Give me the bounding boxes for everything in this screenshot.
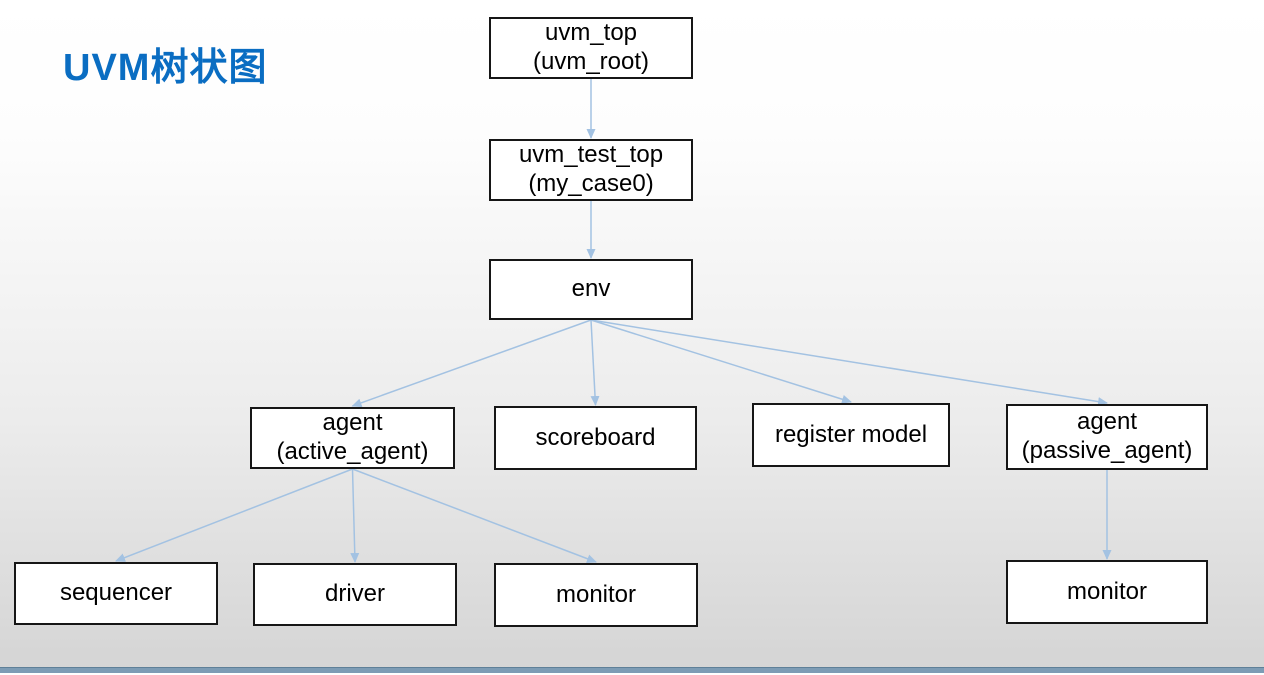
node-sequencer: sequencer bbox=[14, 562, 218, 625]
node-label: agent bbox=[1076, 408, 1138, 436]
node-label: (active_agent) bbox=[276, 438, 429, 465]
node-label: register model bbox=[774, 420, 928, 448]
node-label: uvm_test_top bbox=[518, 141, 664, 169]
footer-bottom-strip bbox=[0, 673, 1264, 675]
node-label: sequencer bbox=[59, 579, 173, 607]
edge-agent_active-to-sequencer bbox=[115, 468, 353, 562]
edge-env-to-register_model bbox=[590, 319, 852, 404]
node-label: monitor bbox=[555, 580, 637, 608]
node-monitor_passive: monitor bbox=[1006, 560, 1208, 624]
node-uvm_test_top: uvm_test_top(my_case0) bbox=[489, 139, 693, 201]
node-scoreboard: scoreboard bbox=[494, 406, 697, 470]
node-register_model: register model bbox=[752, 403, 950, 467]
node-monitor_active: monitor bbox=[494, 563, 698, 627]
edge-env-to-scoreboard bbox=[590, 319, 600, 406]
node-label: (passive_agent) bbox=[1021, 437, 1193, 464]
node-uvm_top: uvm_top(uvm_root) bbox=[489, 17, 693, 79]
node-agent_passive: agent(passive_agent) bbox=[1006, 404, 1208, 470]
edge-agent_active-to-driver bbox=[350, 468, 360, 563]
node-label: agent bbox=[322, 409, 383, 437]
node-label: driver bbox=[324, 580, 385, 608]
node-label: scoreboard bbox=[535, 423, 656, 451]
node-label: (my_case0) bbox=[528, 170, 654, 197]
page-title: UVM树状图 bbox=[63, 47, 268, 89]
node-label: (uvm_root) bbox=[532, 48, 650, 75]
footer-accent-bar bbox=[0, 667, 1264, 673]
node-label: uvm_top bbox=[544, 19, 638, 47]
node-driver: driver bbox=[253, 563, 457, 626]
edge-agent_active-to-monitor_active bbox=[352, 468, 597, 563]
edge-env-to-agent_active bbox=[351, 319, 592, 408]
node-label: monitor bbox=[1066, 577, 1148, 605]
node-env: env bbox=[489, 259, 693, 320]
edge-env-to-agent_passive bbox=[590, 319, 1108, 407]
node-agent_active: agent(active_agent) bbox=[250, 407, 455, 469]
node-label: env bbox=[571, 275, 611, 303]
